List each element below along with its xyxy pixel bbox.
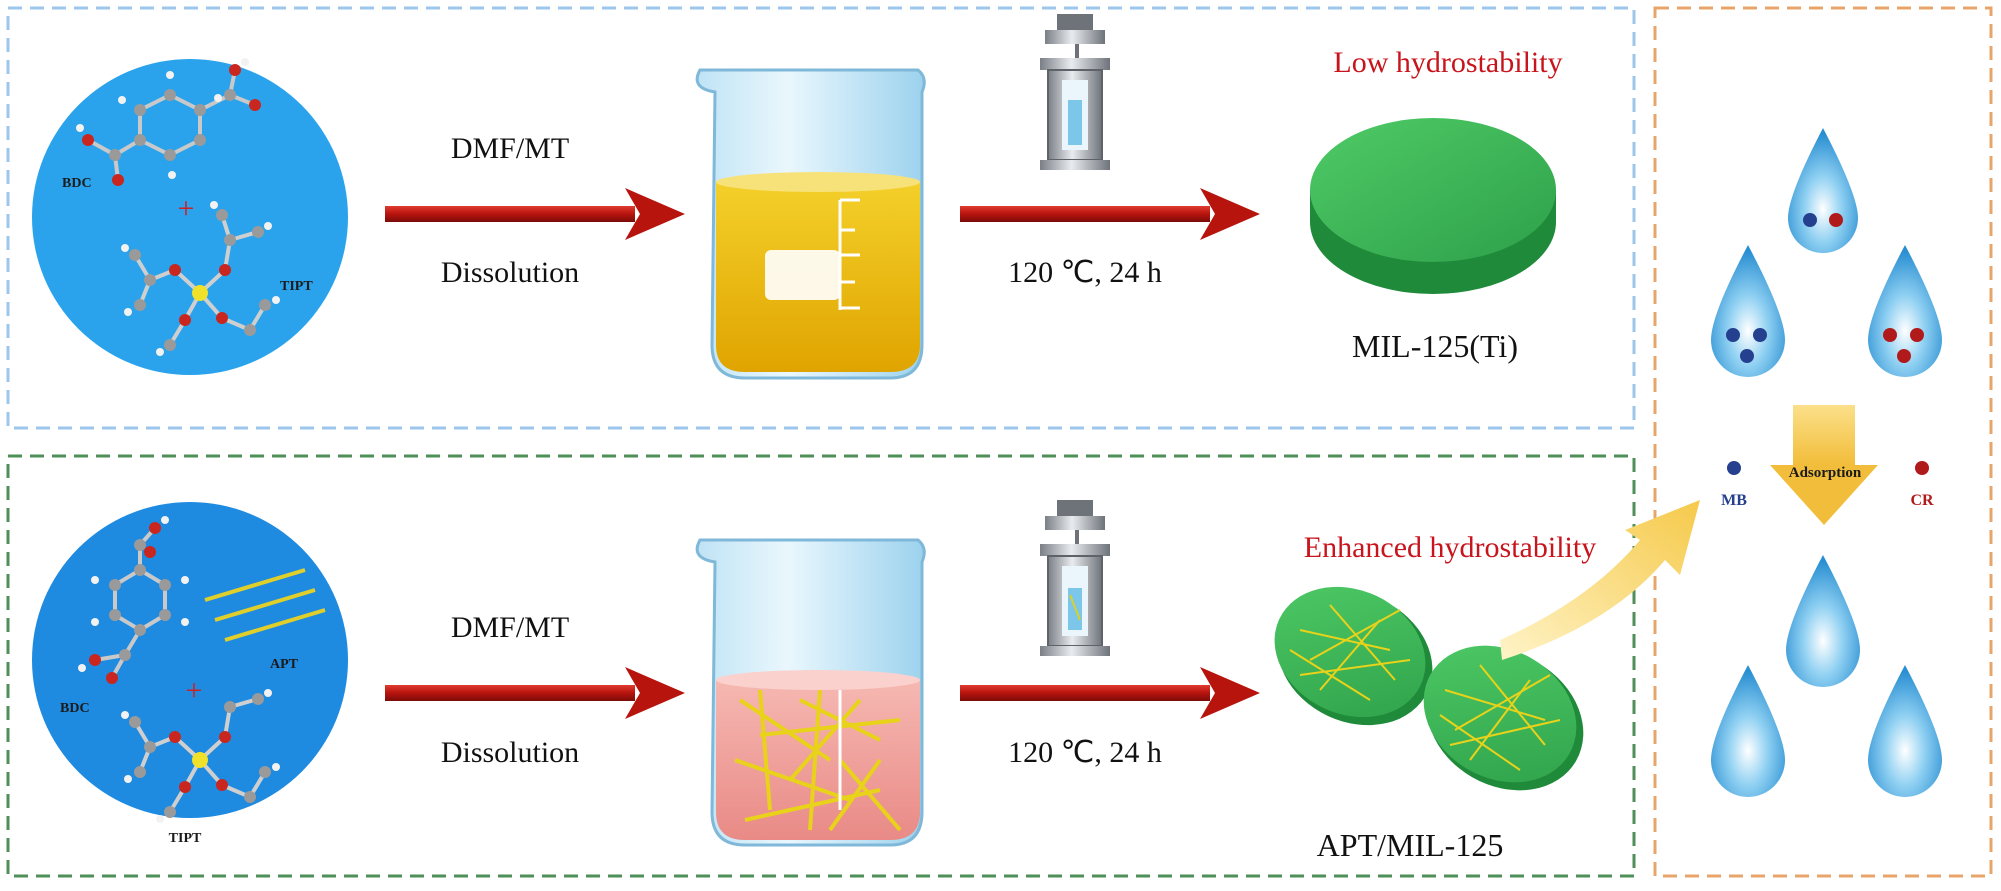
- bottom-arrow-dissolution: [385, 667, 685, 719]
- apt-mil125-disc-left: [1274, 586, 1433, 726]
- top-panel-border: [6, 6, 1636, 430]
- top-arrow-reaction: [960, 188, 1260, 240]
- apt-mil125-disc-right: [1423, 645, 1584, 791]
- mb-label: MB: [1721, 492, 1747, 509]
- apt-rods: [204, 568, 326, 642]
- bottom-panel-border: [6, 454, 1636, 878]
- bottom-autoclave-icon: [1040, 500, 1110, 656]
- bottom-conditions-label: 120 ℃, 24 h: [1008, 736, 1162, 769]
- right-panel-border: [1653, 6, 1993, 878]
- bottom-stability-label: Enhanced hydrostability: [1304, 531, 1596, 564]
- mb-dot: [1727, 461, 1741, 475]
- droplet-left-mb: [1711, 245, 1785, 377]
- tipt-label-bottom: TIPT: [169, 831, 202, 846]
- apt-label: APT: [270, 657, 299, 672]
- droplet-clean-left: [1711, 665, 1785, 797]
- top-stability-label: Low hydrostability: [1333, 46, 1562, 79]
- droplet-top-mixed: [1788, 128, 1858, 253]
- top-process-label: Dissolution: [441, 256, 579, 289]
- top-solvent-label: DMF/MT: [451, 132, 569, 165]
- bottom-arrow-reaction: [960, 667, 1260, 719]
- top-arrow-dissolution: [385, 188, 685, 240]
- bottom-product-label: APT/MIL-125: [1317, 827, 1504, 863]
- adsorption-arrow: [1770, 405, 1878, 525]
- droplet-clean-right: [1868, 665, 1942, 797]
- tipt-label: TIPT: [280, 279, 313, 294]
- top-beaker-icon: [695, 68, 926, 380]
- bottom-solvent-label: DMF/MT: [451, 611, 569, 644]
- top-product-label: MIL-125(Ti): [1352, 328, 1518, 364]
- cr-label: CR: [1910, 492, 1934, 509]
- plus-sign-bottom: +: [186, 674, 203, 707]
- mil125-disc-icon: [1310, 118, 1556, 294]
- top-conditions-label: 120 ℃, 24 h: [1008, 256, 1162, 289]
- bottom-process-label: Dissolution: [441, 736, 579, 769]
- adsorption-label: Adsorption: [1789, 465, 1862, 481]
- top-autoclave-icon: [1040, 14, 1110, 170]
- bdc-label-bottom: BDC: [60, 701, 90, 716]
- bottom-beaker-icon: [695, 538, 926, 847]
- bottom-reactant-circle: BDC APT + TIPT: [32, 502, 348, 846]
- bdc-label: BDC: [62, 176, 92, 191]
- curved-transfer-arrow: [1500, 500, 1700, 660]
- cr-dot: [1915, 461, 1929, 475]
- droplet-right-cr: [1868, 245, 1942, 377]
- top-reactant-circle: BDC + TIPT: [32, 58, 348, 375]
- plus-sign: +: [178, 192, 195, 225]
- droplet-clean-top: [1786, 555, 1860, 687]
